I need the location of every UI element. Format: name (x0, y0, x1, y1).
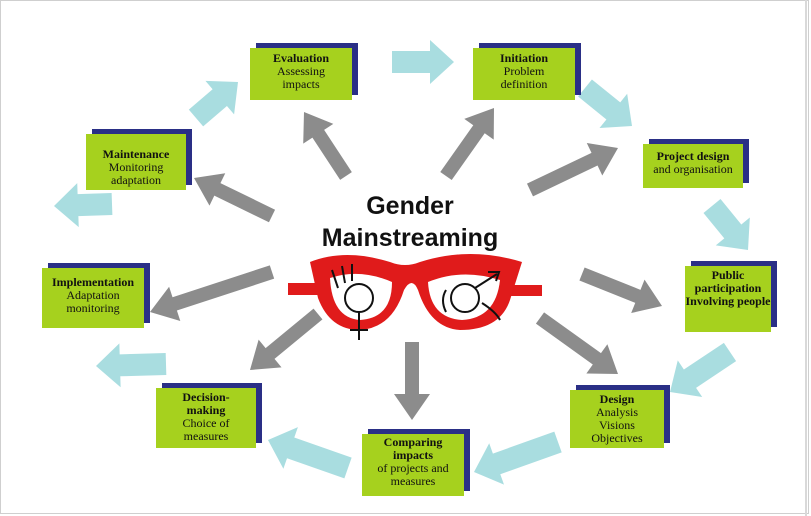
spoke-arrow-to-decision (250, 308, 323, 370)
stage-maintenance-title: Maintenance (102, 147, 170, 161)
stage-project-design: Project design and organisation (643, 139, 749, 188)
spoke-arrow-to-initiation (440, 107, 495, 181)
cycle-arrow-maintenance-return (53, 183, 113, 228)
stage-implementation-line-2: monitoring (66, 301, 120, 315)
stage-design-line-2: Visions (599, 418, 635, 432)
stage-maintenance: Maintenance Monitoring adaptation (86, 129, 192, 190)
frame-edge (805, 0, 807, 516)
stage-comparing-impacts-line-2: measures (390, 474, 436, 488)
stage-decision-making-face: Decision-making Choice of measures (156, 388, 256, 448)
stage-comparing-impacts: Comparing impacts of projects and measur… (362, 429, 470, 496)
stage-decision-making: Decision-making Choice of measures (156, 383, 262, 448)
cycle-arrow-evaluation-to-initiation (392, 40, 454, 84)
stage-comparing-impacts-line-1: of projects and (377, 461, 449, 475)
stage-design-title: Design (599, 392, 635, 406)
stage-evaluation-line-2: impacts (282, 77, 320, 91)
stage-evaluation-line-1: Assessing (276, 64, 325, 78)
stage-design-line-1: Analysis (596, 405, 638, 419)
spoke-arrow-to-design (535, 312, 618, 374)
stage-decision-making-line-1: Choice of (182, 416, 230, 430)
stage-public-participation: Public participation Involving people (685, 261, 777, 332)
stage-evaluation-face: Evaluation Assessing impacts (250, 48, 352, 100)
cycle-arrow-comparing-to-decision (267, 427, 352, 479)
stage-implementation-face: Implementation Adaptation monitoring (42, 268, 144, 328)
spoke-arrow-to-implementation (150, 265, 275, 322)
stage-public-participation-face: Public participation Involving people (685, 266, 771, 332)
stage-maintenance-face: Maintenance Monitoring adaptation (86, 134, 186, 190)
stage-maintenance-line-1: Monitoring (108, 160, 164, 174)
cycle-arrow-project-design-to-public (703, 199, 750, 251)
stage-evaluation: Evaluation Assessing impacts (250, 43, 358, 100)
stage-comparing-impacts-title: Comparing impacts (383, 435, 443, 462)
stage-project-design-title: Project design (656, 149, 730, 163)
diagram-title: Gender Mainstreaming (280, 190, 540, 254)
stage-initiation-title: Initiation (499, 51, 548, 65)
title-line-1: Gender (366, 192, 454, 220)
stage-implementation-title: Implementation (52, 275, 134, 289)
cycle-arrow-design-to-comparing (474, 431, 562, 485)
title-line-2: Mainstreaming (321, 224, 499, 252)
spoke-arrow-to-evaluation (303, 111, 352, 180)
stage-design: Design Analysis Visions Objectives (570, 385, 670, 448)
glasses-right-lens (428, 274, 500, 320)
stage-initiation: Initiation Problem definition (473, 43, 581, 100)
stage-project-design-line-1: and organisation (653, 162, 733, 176)
stage-maintenance-line-2: adaptation (111, 173, 161, 187)
stage-design-line-3: Objectives (591, 431, 643, 445)
male-eye-icon (442, 271, 501, 321)
cycle-arrow-initiation-to-project-design (578, 79, 632, 129)
female-eye-icon (331, 264, 374, 340)
stage-initiation-line-1: Problem (503, 64, 545, 78)
stage-public-participation-title: Public participation Involving people (685, 268, 771, 308)
stage-comparing-impacts-face: Comparing impacts of projects and measur… (362, 434, 464, 496)
stage-design-face: Design Analysis Visions Objectives (570, 390, 664, 448)
stage-decision-making-title: Decision-making (182, 390, 230, 417)
glasses-right-temple (508, 285, 542, 296)
stage-implementation: Implementation Adaptation monitoring (42, 263, 150, 328)
stage-decision-making-line-2: measures (183, 429, 229, 443)
spoke-arrow-to-comparing (394, 342, 430, 420)
glasses-left-lens (330, 273, 392, 320)
stage-project-design-face: Project design and organisation (643, 144, 743, 188)
spoke-arrow-to-maintenance (194, 173, 276, 223)
stage-initiation-face: Initiation Problem definition (473, 48, 575, 100)
cycle-arrow-maintenance-to-evaluation (188, 80, 239, 127)
cycle-arrow-decision-to-implementation (96, 343, 167, 388)
spoke-arrow-to-public (579, 267, 662, 314)
stage-implementation-line-1: Adaptation (66, 288, 120, 302)
stage-initiation-line-2: definition (500, 77, 548, 91)
cycle-arrow-public-to-design (669, 342, 737, 397)
spoke-arrow-to-project-design (526, 142, 618, 197)
stage-evaluation-title: Evaluation (272, 51, 329, 65)
